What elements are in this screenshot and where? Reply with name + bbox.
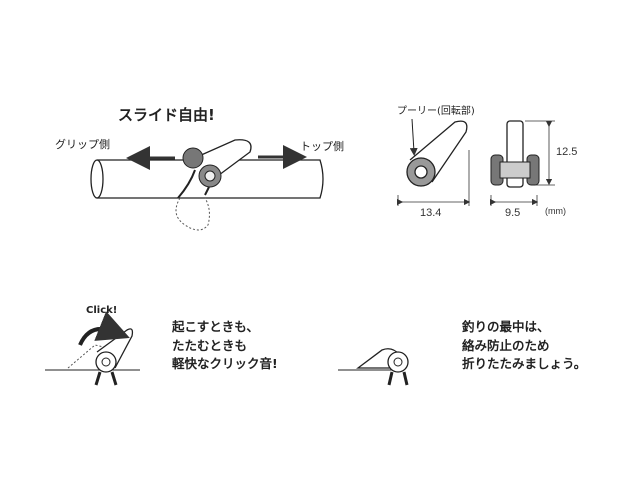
click-illustration	[45, 311, 140, 386]
rod-illustration	[90, 139, 324, 231]
click-sound-label: Click!	[86, 305, 118, 316]
pulley-front-view	[490, 120, 540, 188]
grip-side-label: グリップ側	[55, 138, 110, 151]
top-side-label: トップ側	[300, 140, 344, 153]
folded-illustration	[338, 348, 409, 386]
pulley-label: プーリー(回転部)	[397, 106, 475, 117]
click-line-3: 軽快なクリック音!	[172, 356, 278, 371]
click-line-2: たたむときも	[172, 337, 248, 353]
dimension-side-width: 13.4	[420, 207, 442, 219]
slide-title: スライド自由!	[118, 106, 215, 124]
dimension-unit: (mm)	[545, 206, 566, 216]
fold-description: 釣りの最中は、 絡み防止のため 折りたたみましょう。	[462, 318, 586, 374]
dimension-lines	[396, 120, 555, 206]
click-description: 起こすときも、 たたむときも 軽快なクリック音!	[172, 318, 278, 374]
fold-line-3: 折りたたみましょう。	[462, 356, 587, 371]
dimension-height: 12.5	[556, 146, 578, 158]
pulley-side-view	[406, 118, 468, 187]
click-line-1: 起こすときも、	[172, 319, 259, 334]
fold-line-1: 釣りの最中は、	[462, 319, 550, 334]
dimension-front-width: 9.5	[505, 207, 521, 219]
fold-line-2: 絡み防止のため	[462, 337, 550, 353]
